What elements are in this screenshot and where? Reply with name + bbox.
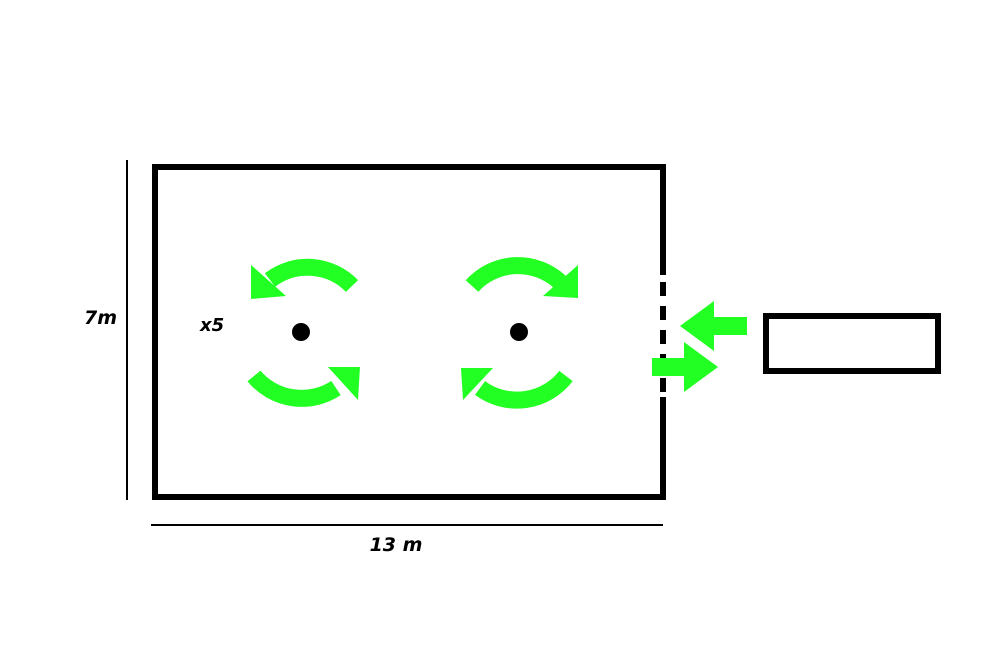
inflow-arrow xyxy=(680,301,747,351)
arrowheads-right xyxy=(461,265,578,400)
count-label: x5 xyxy=(199,315,224,336)
dot-icon xyxy=(292,323,310,341)
dot-icon xyxy=(510,323,528,341)
rotation-unit-right xyxy=(461,257,578,409)
arrowheads-left xyxy=(251,265,360,400)
rotation-unit-left xyxy=(247,258,360,407)
room-outline xyxy=(152,164,666,500)
outflow-arrow xyxy=(652,342,718,392)
external-unit-box xyxy=(763,313,941,374)
horizontal-arrow-icon xyxy=(652,358,687,376)
horizontal-arrow-icon xyxy=(712,317,747,335)
circular-rotation-arrows-icon xyxy=(465,257,573,409)
width-label: 13 m xyxy=(370,534,423,556)
height-label: 7m xyxy=(84,307,117,329)
circular-rotation-arrows-icon xyxy=(247,258,359,407)
